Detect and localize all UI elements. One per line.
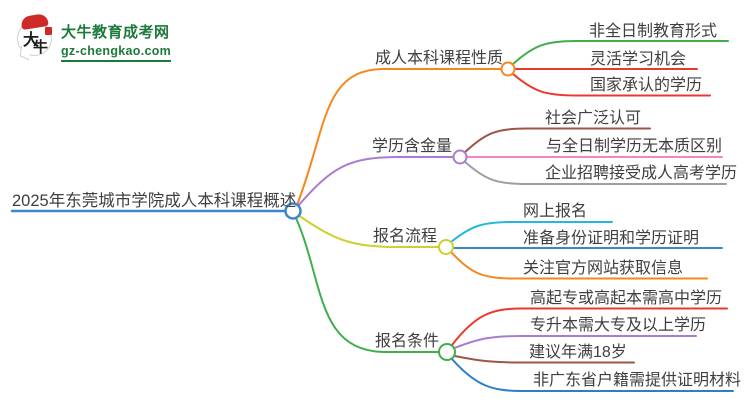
connector-branch-4-child-1: [451, 307, 728, 346]
branch-4-title[interactable]: 报名条件: [375, 333, 440, 350]
connector-branch-1-child-3: [511, 72, 711, 97]
connector-branch-4-child-2: [453, 335, 697, 349]
branch-1-child-3[interactable]: 国家承认的学历: [590, 77, 703, 94]
root-node-handle[interactable]: [284, 202, 302, 220]
branch-4-child-4[interactable]: 非广东省户籍需提供证明材料: [533, 372, 742, 389]
connector-branch-3-child-3: [450, 251, 708, 280]
branch-1-child-1[interactable]: 非全日制教育形式: [589, 23, 718, 40]
connector-branch-4-child-4: [451, 358, 734, 392]
connector-branch-2: [297, 156, 455, 207]
branch-4-node-handle[interactable]: [438, 343, 456, 361]
logo-red-seal: [45, 27, 52, 35]
branch-3-child-1[interactable]: 网上报名: [523, 203, 588, 220]
connector-branch-1-child-1: [511, 40, 729, 66]
branch-3-title[interactable]: 报名流程: [373, 228, 438, 245]
connector-branch-1: [296, 68, 502, 206]
logo-char-da: 大: [23, 32, 40, 49]
branch-2-child-1[interactable]: 社会广泛认可: [545, 110, 642, 127]
branch-2-title[interactable]: 学历含金量: [372, 138, 453, 155]
connector-branch-3: [297, 214, 440, 248]
site-url: gz-chengkao.com: [61, 44, 172, 62]
connector-branch-4: [295, 217, 440, 353]
connector-branch-2-child-3: [463, 160, 727, 185]
root-topic[interactable]: 2025年东莞城市学院成人本科课程概述: [12, 192, 297, 210]
connector-branch-2-child-1: [463, 127, 651, 154]
branch-1-node-handle[interactable]: [500, 61, 516, 77]
branch-2-node-handle[interactable]: [452, 149, 468, 165]
logo-text: 大牛教育成考网 gz-chengkao.com: [61, 14, 172, 62]
branch-4-child-3[interactable]: 建议年满18岁: [529, 344, 627, 361]
site-logo[interactable]: 大 牛 大牛教育成考网 gz-chengkao.com: [14, 12, 172, 62]
connector-branch-3-child-1: [450, 221, 613, 243]
branch-2-child-2[interactable]: 与全日制学历无本质区别: [546, 138, 723, 155]
logo-char-niu: 牛: [33, 40, 49, 56]
branch-4-child-2[interactable]: 专升本需大专及以上学历: [530, 317, 707, 334]
branch-1-title[interactable]: 成人本科课程性质: [375, 50, 504, 67]
branch-2-child-3[interactable]: 企业招聘接受成人高考学历: [545, 165, 738, 182]
branch-3-child-2[interactable]: 准备身份证明和学历证明: [523, 230, 700, 247]
site-name: 大牛教育成考网: [61, 24, 170, 41]
branch-3-child-3[interactable]: 关注官方网站获取信息: [523, 260, 684, 277]
connector-branch-4-child-3: [453, 355, 635, 364]
branch-3-node-handle[interactable]: [438, 239, 454, 255]
branch-4-child-1[interactable]: 高起专或高起本需高中学历: [530, 290, 723, 307]
branch-1-child-2[interactable]: 灵活学习机会: [590, 51, 687, 68]
daniu-bubble-icon: 大 牛: [14, 12, 54, 61]
